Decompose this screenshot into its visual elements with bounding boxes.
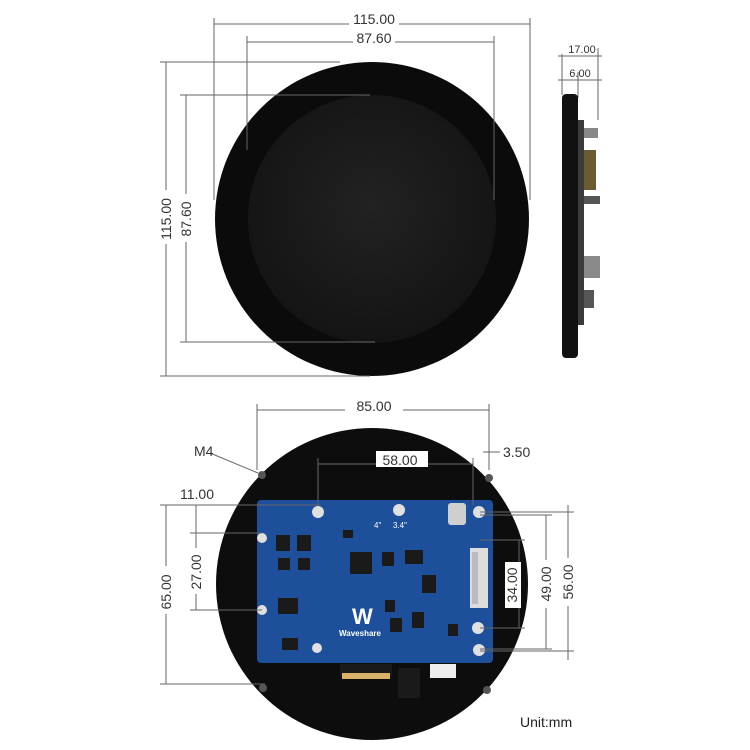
pcb-board xyxy=(257,500,493,663)
back-right-outer-height-label: 56.00 xyxy=(560,564,576,599)
pcb-silk-4in: 4" xyxy=(374,521,381,530)
front-view: 115.00 87.60 115.00 87.60 xyxy=(158,11,531,377)
back-inner-hole-span-label: 58.00 xyxy=(382,452,417,468)
back-right-mid-height-label: 49.00 xyxy=(538,566,554,601)
front-screen xyxy=(248,95,496,343)
back-left-spacing-label: 27.00 xyxy=(188,554,204,589)
pcb-logo-text: Waveshare xyxy=(339,629,382,638)
side-view: 17.00 6.00 xyxy=(558,44,602,358)
side-total-depth-label: 17.00 xyxy=(568,44,596,56)
back-hole-span-label: 85.00 xyxy=(356,398,391,414)
back-hole-type-label: M4 xyxy=(194,443,214,459)
mount-hole-bottom-right xyxy=(483,686,491,694)
back-right-inner-height-label: 34.00 xyxy=(504,567,520,602)
back-edge-offset-label: 3.50 xyxy=(503,444,530,460)
front-outer-height-label: 115.00 xyxy=(158,198,174,240)
cable-connector xyxy=(430,664,456,678)
side-pcb xyxy=(578,120,584,325)
front-inner-width-label: 87.60 xyxy=(356,30,391,46)
side-panel-depth-label: 6.00 xyxy=(569,68,590,80)
front-outer-width-label: 115.00 xyxy=(353,11,395,27)
back-left-offset-label: 11.00 xyxy=(180,486,214,502)
mount-hole-top-left xyxy=(258,471,266,479)
side-panel xyxy=(562,94,578,358)
unit-label: Unit:mm xyxy=(520,714,572,730)
pcb-silk-34in: 3.4" xyxy=(393,521,407,530)
back-view: Waveshare W 4" 3.4" xyxy=(156,397,576,740)
back-left-height-label: 65.00 xyxy=(158,574,174,609)
svg-text:W: W xyxy=(352,604,373,629)
front-inner-height-label: 87.60 xyxy=(178,201,194,236)
usb-c-port xyxy=(448,503,466,525)
mount-hole-top-right xyxy=(485,474,493,482)
mount-hole-bottom-left xyxy=(259,684,267,692)
